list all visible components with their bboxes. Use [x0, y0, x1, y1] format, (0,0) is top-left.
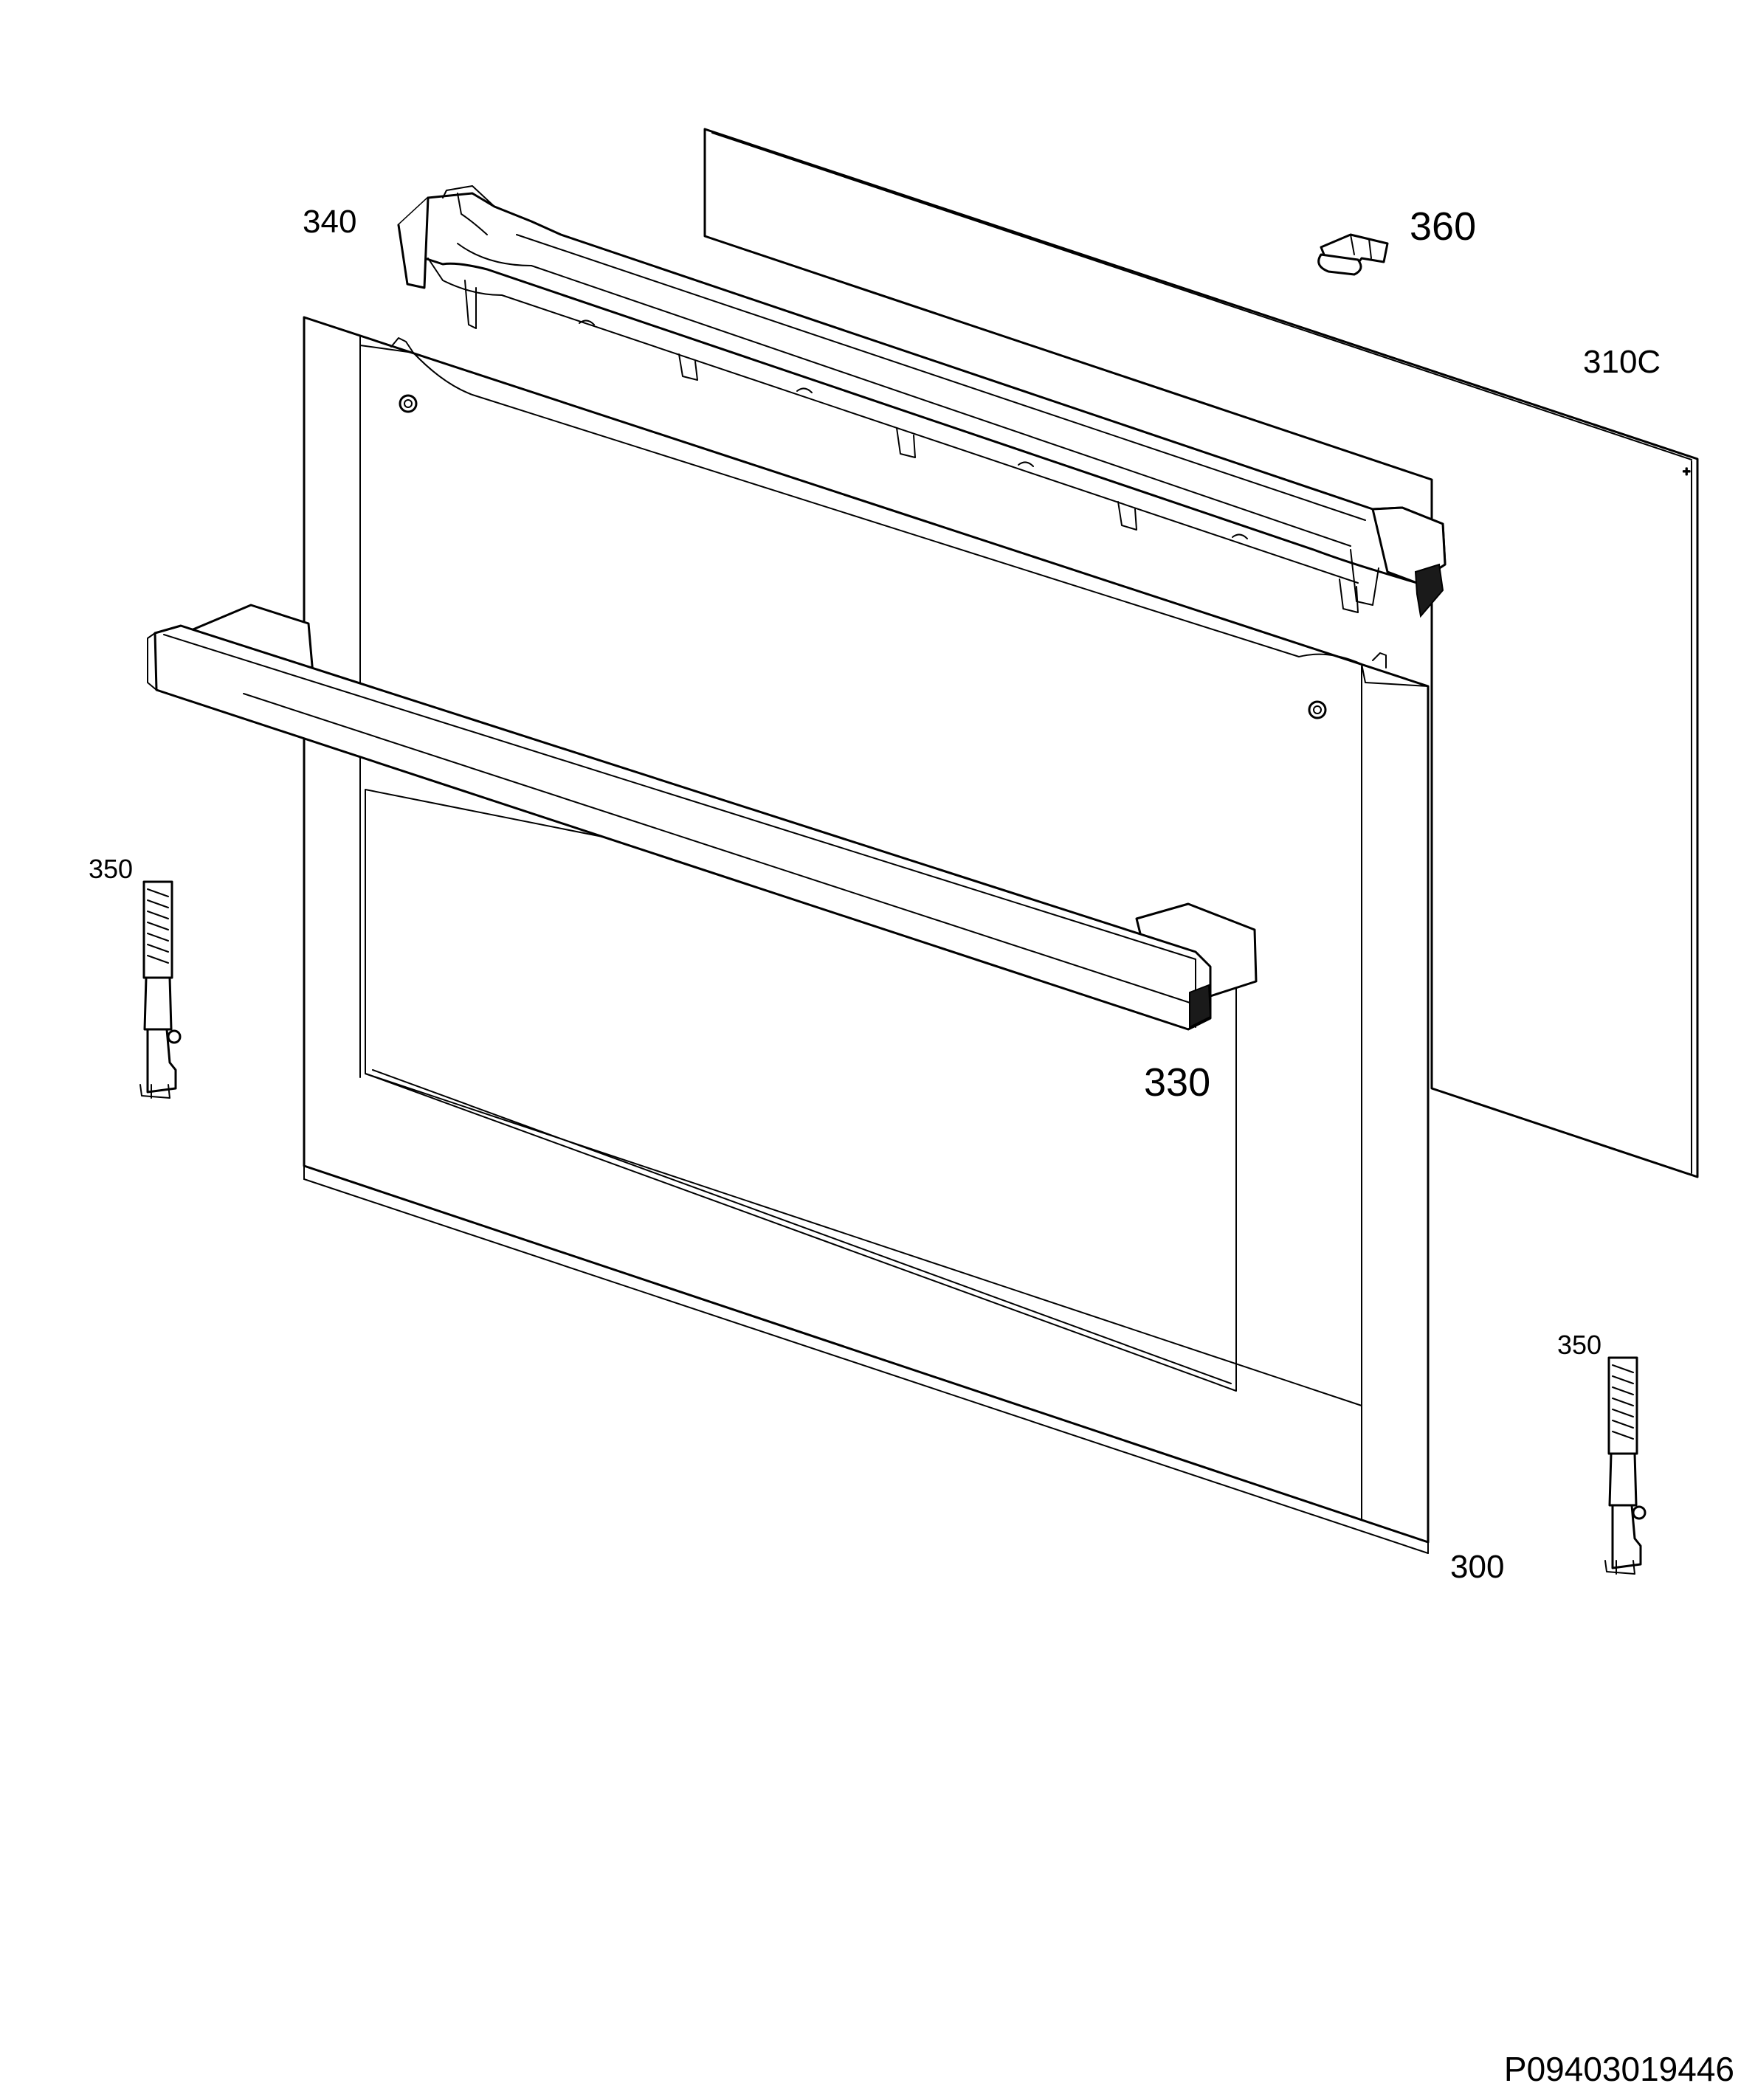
callout-300: 300: [1450, 1549, 1504, 1585]
callout-350-left: 350: [89, 854, 133, 884]
door-handle-330: [147, 604, 1258, 1031]
hinge-350-left: [139, 880, 182, 1099]
svg-text:+: +: [1683, 464, 1691, 479]
hinge-350-right: [1604, 1356, 1647, 1575]
callout-310c: 310C: [1583, 344, 1661, 380]
drawing-code: P09403019446: [1504, 2050, 1734, 2088]
callout-350-right: 350: [1557, 1330, 1601, 1360]
clip-360: [1317, 233, 1389, 276]
outer-door-frame-300: [303, 316, 1430, 1554]
top-trim-profile-340: [397, 185, 1447, 618]
callout-340: 340: [303, 204, 356, 240]
callout-330: 330: [1144, 1060, 1210, 1105]
inner-glass-panel-310c: +: [703, 128, 1699, 1178]
callout-360: 360: [1410, 204, 1476, 249]
